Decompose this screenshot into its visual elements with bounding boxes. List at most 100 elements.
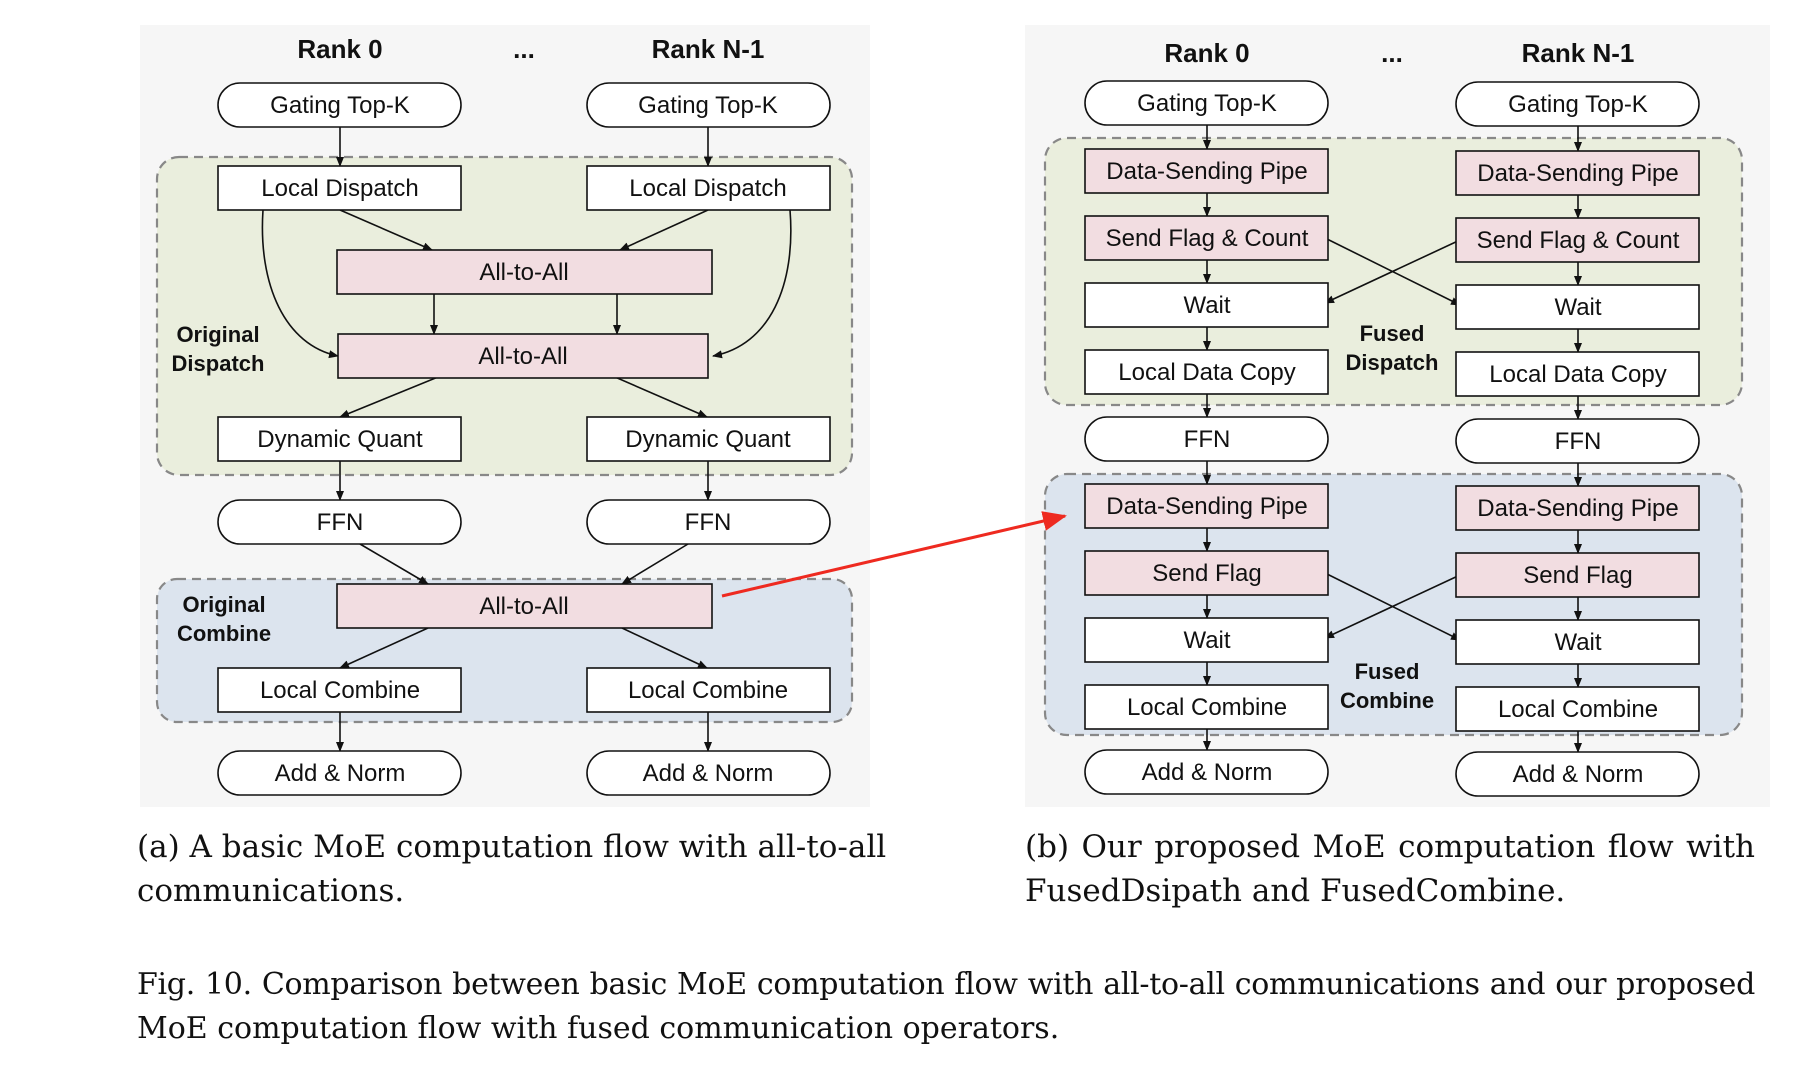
panel-b-wait-rank0-label: Wait [1183,292,1230,319]
panel-a-add-norm-rank0 [217,750,462,796]
panel-a-local-combine-rank0 [217,667,462,713]
panel-a-local-dispatch-rank0-label: Local Dispatch [261,175,418,202]
fused-combine-label-line2: Combine [1340,688,1434,713]
panel-b-wait2-rank0-label: Wait [1183,627,1230,654]
panel-b-gating-rank0 [1084,80,1329,126]
panel-b-send-flag-count-rank0 [1084,215,1329,261]
panel-b-wait-rankn [1455,284,1700,330]
panel-b-add-norm-rankn-label: Add & Norm [1513,761,1644,788]
panel-a-gating-rankn-label: Gating Top-K [638,92,778,119]
fused-combine-region [1043,472,1744,737]
panel-b-ffn-rankn [1455,418,1700,464]
fused-dispatch-label-line1: Fused [1360,321,1425,346]
panel-b-pipe2-rank0 [1084,483,1329,529]
panel-b-send-flag-rankn-label: Send Flag [1523,562,1632,589]
panel-b-pipe2-rankn-label: Data-Sending Pipe [1477,495,1678,522]
panel-a-all-to-all-3 [336,583,713,629]
panel-a-gating-rankn [586,82,831,128]
panel-b-rank-dots: ... [1381,38,1403,68]
panel-b: Rank 0 ... Rank N-1 Fused Dispatch Fused… [1025,25,1770,807]
panel-b-add-norm-rankn [1455,751,1700,797]
panel-b-local-copy-rank0 [1084,349,1329,395]
panel-b-local-combine-rank0-label: Local Combine [1127,694,1287,721]
original-combine-label-line1: Original [182,592,265,617]
panel-a-dynamic-quant-rankn-label: Dynamic Quant [625,426,791,453]
panel-b-ffn-rank0 [1084,416,1329,462]
figure-caption: Fig. 10. Comparison between basic MoE co… [137,963,1755,1051]
panel-b-wait-rankn-label: Wait [1554,294,1601,321]
subcaption-b-line1: (b) Our proposed MoE computation flow wi… [1025,829,1755,865]
panel-a-ffn-rank0-label: FFN [317,509,364,536]
panel-a-local-dispatch-rankn [586,165,831,211]
original-dispatch-region [155,155,854,477]
panel-a-all-to-all-1-label: All-to-All [479,259,568,286]
panel-a: Rank 0 ... Rank N-1 Original Dispatch Or… [140,25,870,807]
panel-b-send-flag-count-rankn [1455,217,1700,263]
subcaption-b: (b) Our proposed MoE computation flow wi… [1025,825,1755,913]
panel-b-add-norm-rank0-label: Add & Norm [1142,759,1273,786]
panel-b-rank-0: Rank 0 [1164,38,1249,68]
panel-b-local-combine-rank0 [1084,684,1329,730]
panel-a-gating-rank0-label: Gating Top-K [270,92,410,119]
panel-b-pipe2-rankn [1455,485,1700,531]
panel-b-add-norm-rank0 [1084,749,1329,795]
panel-a-add-norm-rankn [586,750,831,796]
panel-a-local-dispatch-rankn-label: Local Dispatch [629,175,786,202]
panel-b-local-copy-rank0-label: Local Data Copy [1118,359,1295,386]
panel-b-send-flag-count-rankn-label: Send Flag & Count [1477,227,1680,254]
subcaption-b-line2: FusedDsipath and FusedCombine. [1025,873,1566,909]
figure-caption-line2: MoE computation flow with fused communic… [137,1011,1060,1046]
panel-b-ffn-rankn-label: FFN [1555,428,1602,455]
panel-a-arrows [261,127,792,752]
panel-b-wait2-rank0 [1084,617,1329,663]
panel-b-gating-rankn [1455,81,1700,127]
panel-a-rank-n-1: Rank N-1 [652,34,765,64]
panel-b-send-flag-count-rank0-label: Send Flag & Count [1106,225,1309,252]
panel-b-pipe2-rank0-label: Data-Sending Pipe [1106,493,1307,520]
panel-b-send-flag-rankn [1455,552,1700,598]
panel-a-all-to-all-2 [337,333,709,379]
panel-a-local-combine-rankn-label: Local Combine [628,677,788,704]
figure-caption-line1: Fig. 10. Comparison between basic MoE co… [137,967,1755,1002]
panel-a-dynamic-quant-rank0 [217,416,462,462]
panel-b-pipe-rankn-label: Data-Sending Pipe [1477,160,1678,187]
panel-a-rank-0: Rank 0 [297,34,382,64]
subcaption-a-line2: communications. [137,873,405,909]
panel-b-local-copy-rankn [1455,351,1700,397]
panel-a-local-combine-rank0-label: Local Combine [260,677,420,704]
fused-dispatch-label-line2: Dispatch [1346,350,1439,375]
panel-a-all-to-all-3-label: All-to-All [479,593,568,620]
panel-a-ffn-rankn [586,499,831,545]
panel-b-ffn-rank0-label: FFN [1184,426,1231,453]
panel-b-wait-rank0 [1084,282,1329,328]
panel-a-local-combine-rankn [586,667,831,713]
panel-b-rank-n-1: Rank N-1 [1522,38,1635,68]
original-dispatch-label-line2: Dispatch [172,351,265,376]
panel-a-ffn-rank0 [217,499,462,545]
panel-b-pipe-rank0 [1084,148,1329,194]
panel-a-dynamic-quant-rankn [586,416,831,462]
panel-a-add-norm-rankn-label: Add & Norm [643,760,774,787]
panel-b-local-combine-rankn [1455,686,1700,732]
panel-b-gating-rankn-label: Gating Top-K [1508,91,1648,118]
panel-b-gating-rank0-label: Gating Top-K [1137,90,1277,117]
highlight-arrow [721,511,1067,598]
panel-a-dynamic-quant-rank0-label: Dynamic Quant [257,426,423,453]
panel-b-local-copy-rankn-label: Local Data Copy [1489,361,1666,388]
panel-a-gating-rank0 [217,82,462,128]
subcaption-a: (a) A basic MoE computation flow with al… [137,825,886,913]
panel-b-wait2-rankn [1455,619,1700,665]
panel-b-send-flag-rank0-label: Send Flag [1152,560,1261,587]
panel-b-arrows [1203,125,1582,753]
panel-a-add-norm-rank0-label: Add & Norm [275,760,406,787]
panel-a-all-to-all-2-label: All-to-All [478,343,567,370]
panel-a-rank-dots: ... [513,34,535,64]
original-dispatch-label-line1: Original [176,322,259,347]
panel-b-send-flag-rank0 [1084,550,1329,596]
panel-a-local-dispatch-rank0 [217,165,462,211]
panel-a-ffn-rankn-label: FFN [685,509,732,536]
panel-b-pipe-rank0-label: Data-Sending Pipe [1106,158,1307,185]
original-combine-label-line2: Combine [177,621,271,646]
fused-combine-label-line1: Fused [1355,659,1420,684]
